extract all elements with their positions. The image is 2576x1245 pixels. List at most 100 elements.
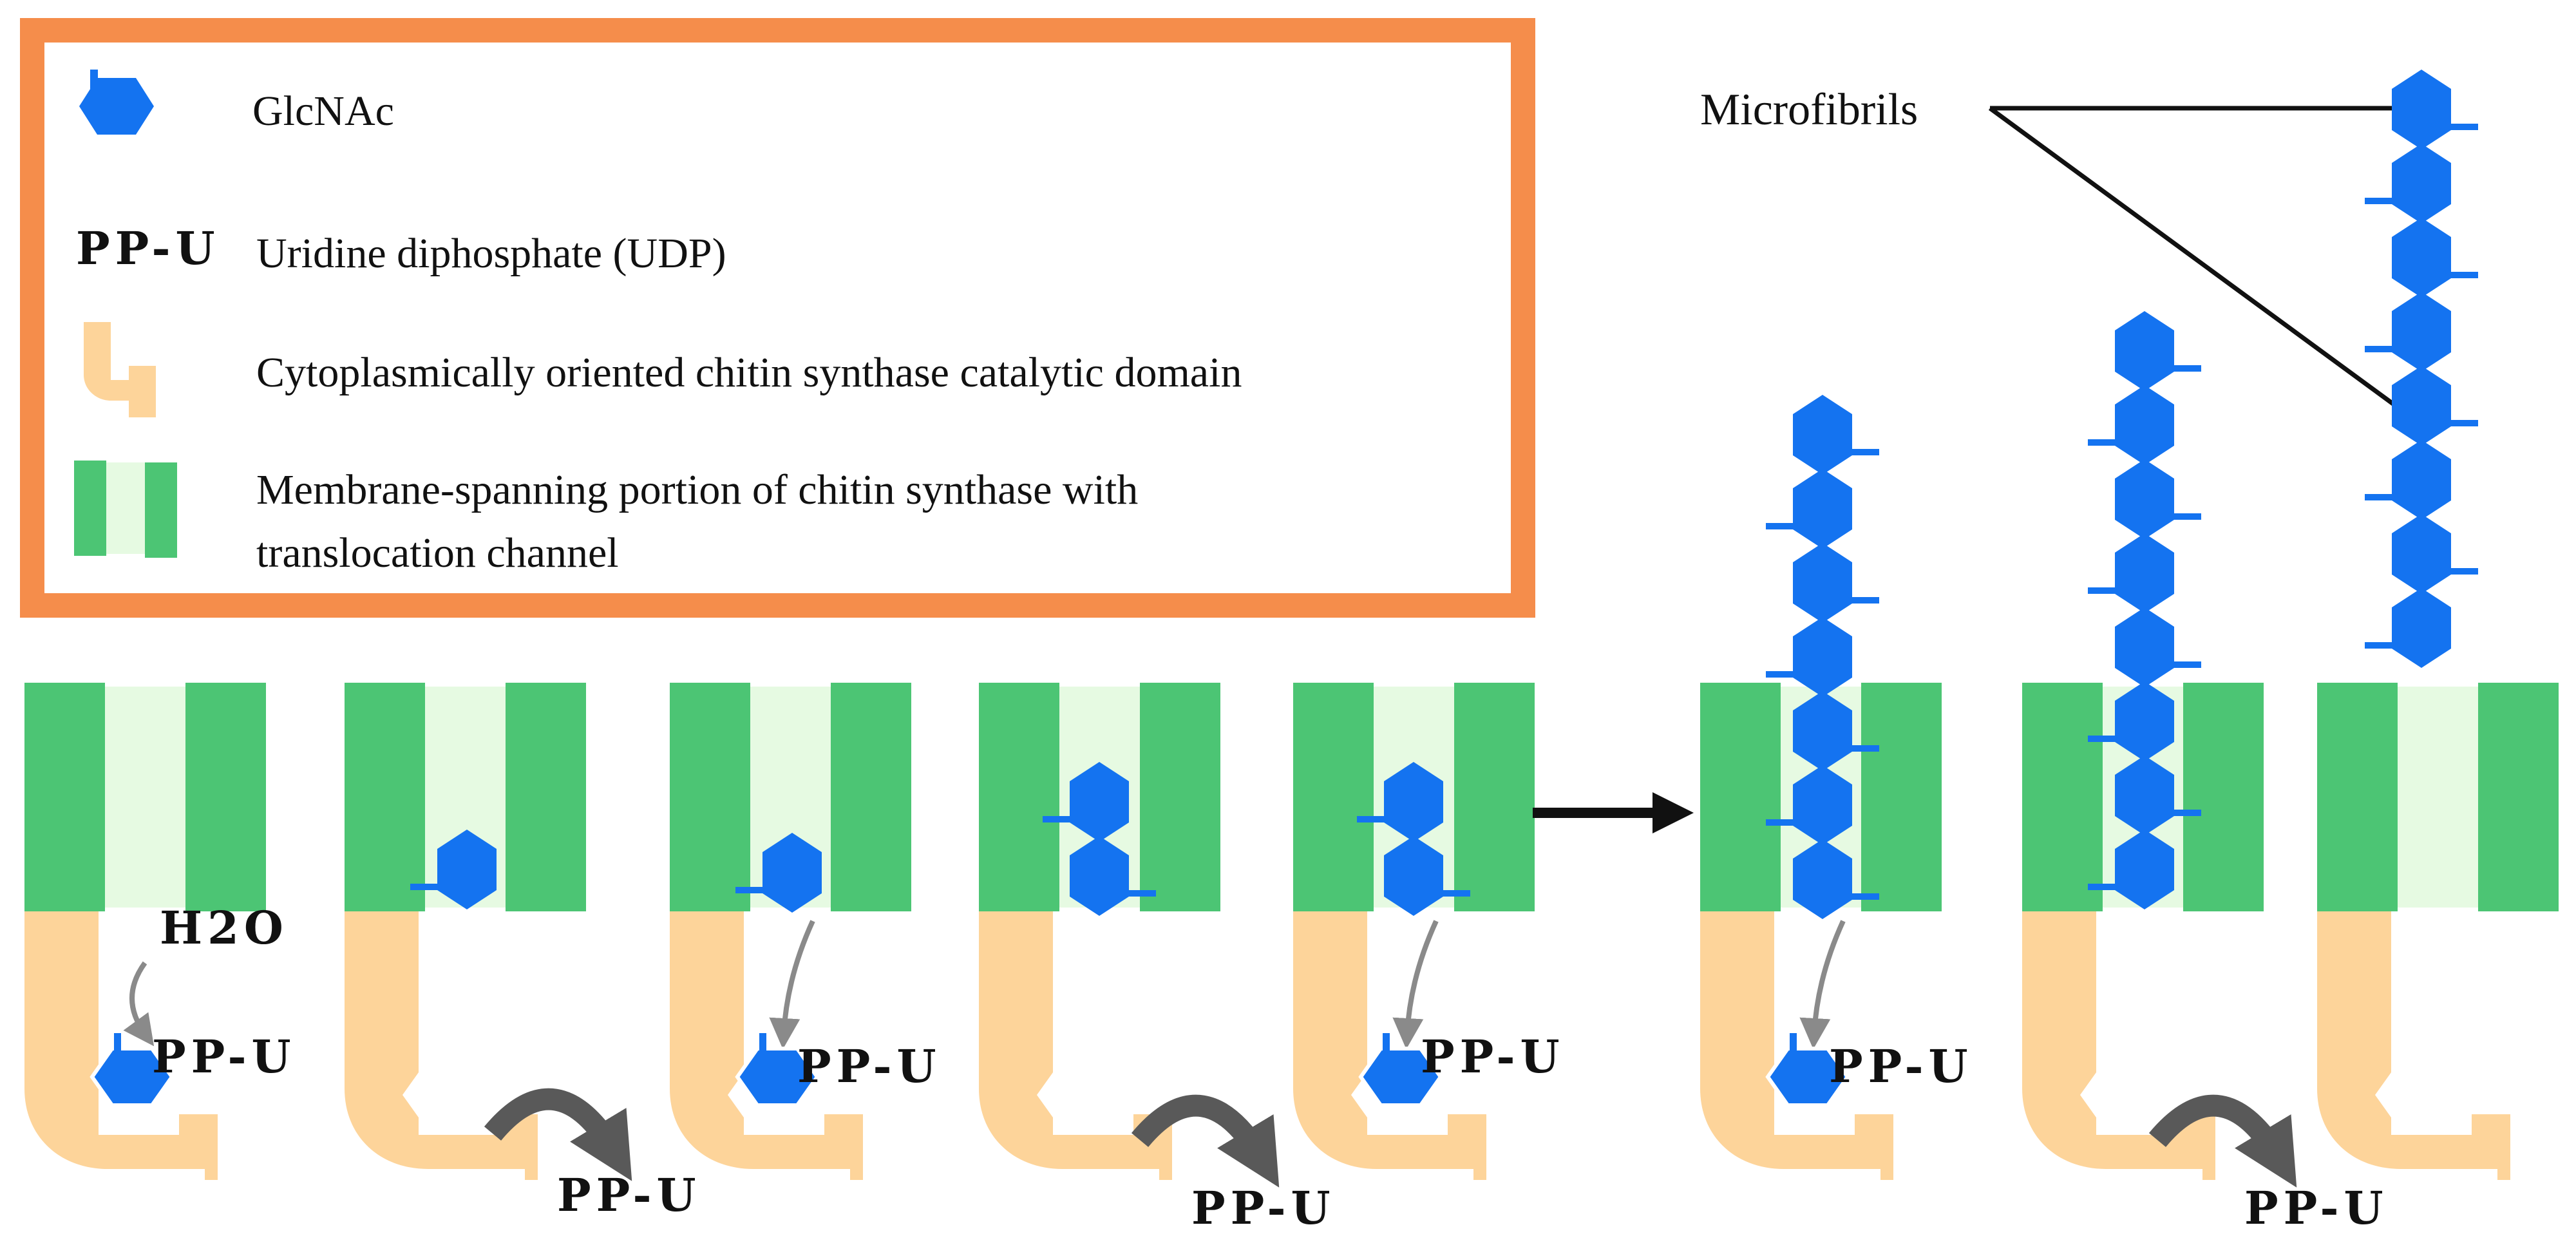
membrane-legend-icon	[74, 461, 177, 558]
catalytic-domain	[2022, 908, 2215, 1180]
glcnac-icon	[1793, 395, 1852, 475]
legend: GlcNAc PP-U Uridine diphosphate (UDP) Cy…	[20, 18, 1535, 618]
glcnac-substituent	[735, 887, 773, 893]
glcnac-substituent	[2365, 642, 2402, 649]
catalytic-domain	[2317, 908, 2510, 1180]
translocation-channel	[105, 687, 185, 908]
glcnac-substituent	[2164, 661, 2201, 668]
legend-membrane-line1: Membrane-spanning portion of chitin synt…	[256, 466, 1138, 513]
udp-label: PP-U	[1191, 1181, 1336, 1235]
membrane-right	[2478, 683, 2559, 911]
glcnac-substituent	[1842, 449, 1879, 455]
glcnac-substituent	[2365, 198, 2402, 204]
glcnac-icon	[2392, 70, 2451, 149]
glcnac-icon	[1358, 1047, 1443, 1107]
glcnac-icon	[1793, 617, 1852, 697]
membrane-left	[979, 683, 1059, 911]
membrane-left	[345, 683, 425, 911]
glcnac-substituent	[2088, 884, 2125, 890]
glcnac-icon	[1384, 836, 1443, 916]
glcnac-icon	[2115, 681, 2174, 761]
udp-legend-symbol: PP-U	[76, 222, 220, 275]
stage-8	[2317, 70, 2559, 1180]
glcnac-substituent	[2441, 420, 2478, 426]
microfibrils-label: Microfibrils	[1700, 85, 1918, 135]
glcnac-icon	[90, 1047, 175, 1107]
udp-label: PP-U	[1829, 1040, 1973, 1093]
legend-udp-label: Uridine diphosphate (UDP)	[256, 230, 726, 277]
microfibrils-annotation: Microfibrils	[1700, 85, 2409, 408]
glcnac-substituent	[1043, 816, 1080, 822]
glcnac-substituent	[2441, 272, 2478, 278]
legend-glcnac-label: GlcNAc	[252, 88, 394, 135]
glcnac-substituent	[2441, 124, 2478, 130]
udp-label: PP-U	[557, 1168, 701, 1222]
membrane-right	[185, 683, 266, 911]
glcnac-substituent	[1383, 1033, 1390, 1056]
release-arrow	[484, 1088, 632, 1181]
transfer-arrow	[1392, 920, 1439, 1049]
glcnac-substituent	[1357, 816, 1394, 822]
glcnac-icon	[1793, 839, 1852, 919]
catalytic-legend-icon	[84, 322, 156, 417]
glcnac-substituent	[410, 884, 448, 890]
transfer-arrow	[1799, 920, 1846, 1049]
glcnac-icon	[2392, 218, 2451, 298]
membrane-left	[2317, 683, 2398, 911]
membrane-left	[670, 683, 750, 911]
release-arrow	[1131, 1094, 1280, 1188]
glcnac-substituent	[2441, 568, 2478, 575]
membrane-left	[24, 683, 105, 911]
glcnac-substituent	[2164, 810, 2201, 816]
catalytic-domain	[345, 908, 538, 1180]
microfibrils-pointer-line	[1988, 106, 2398, 408]
glcnac-icon	[1070, 762, 1129, 842]
catalytic-domain	[24, 908, 218, 1180]
transfer-arrow	[769, 920, 815, 1049]
stage-4: PP-U	[979, 683, 1336, 1235]
membrane-right	[2183, 683, 2264, 911]
glcnac-legend-icon	[79, 70, 154, 135]
catalytic-domain	[1293, 908, 1486, 1180]
glcnac-icon	[1793, 469, 1852, 549]
catalytic-domain	[1700, 908, 1893, 1180]
membrane-right	[1454, 683, 1535, 911]
stage-2: PP-U	[345, 683, 701, 1222]
stage-6: PP-U	[1700, 395, 1973, 1180]
legend-catalytic-label: Cytoplasmically oriented chitin synthase…	[256, 349, 1242, 396]
stage-5: PP-U	[1293, 683, 1560, 1180]
membrane-right	[831, 683, 911, 911]
udp-label: PP-U	[152, 1030, 296, 1083]
glcnac-substituent	[1119, 890, 1156, 897]
glcnac-substituent	[2164, 513, 2201, 520]
glcnac-icon	[2392, 588, 2451, 668]
stage-7: PP-U	[2022, 311, 2383, 1235]
glcnac-icon	[1793, 543, 1852, 623]
glcnac-icon	[1384, 762, 1443, 842]
glcnac-icon	[2115, 533, 2174, 613]
glcnac-substituent	[2164, 365, 2201, 372]
glcnac-icon	[2392, 440, 2451, 520]
glcnac-icon	[2115, 459, 2174, 539]
glcnac-icon	[2115, 830, 2174, 909]
glcnac-icon	[735, 1047, 820, 1107]
udp-label: PP-U	[797, 1040, 942, 1093]
membrane-left	[1700, 683, 1781, 911]
glcnac-substituent	[1766, 819, 1803, 826]
glcnac-icon	[2115, 311, 2174, 391]
glcnac-substituent	[2365, 494, 2402, 500]
glcnac-substituent	[1790, 1033, 1797, 1056]
catalytic-domain	[670, 908, 863, 1180]
glcnac-icon	[1070, 836, 1129, 916]
transfer-arrow	[123, 961, 155, 1047]
glcnac-substituent	[2088, 587, 2125, 594]
legend-membrane-line2: translocation channel	[256, 529, 619, 576]
legend-border	[20, 18, 1535, 618]
glcnac-icon	[1765, 1047, 1850, 1107]
glcnac-icon	[2392, 144, 2451, 223]
glcnac-icon	[1793, 765, 1852, 845]
glcnac-icon	[1793, 691, 1852, 771]
glcnac-icon	[2392, 366, 2451, 446]
